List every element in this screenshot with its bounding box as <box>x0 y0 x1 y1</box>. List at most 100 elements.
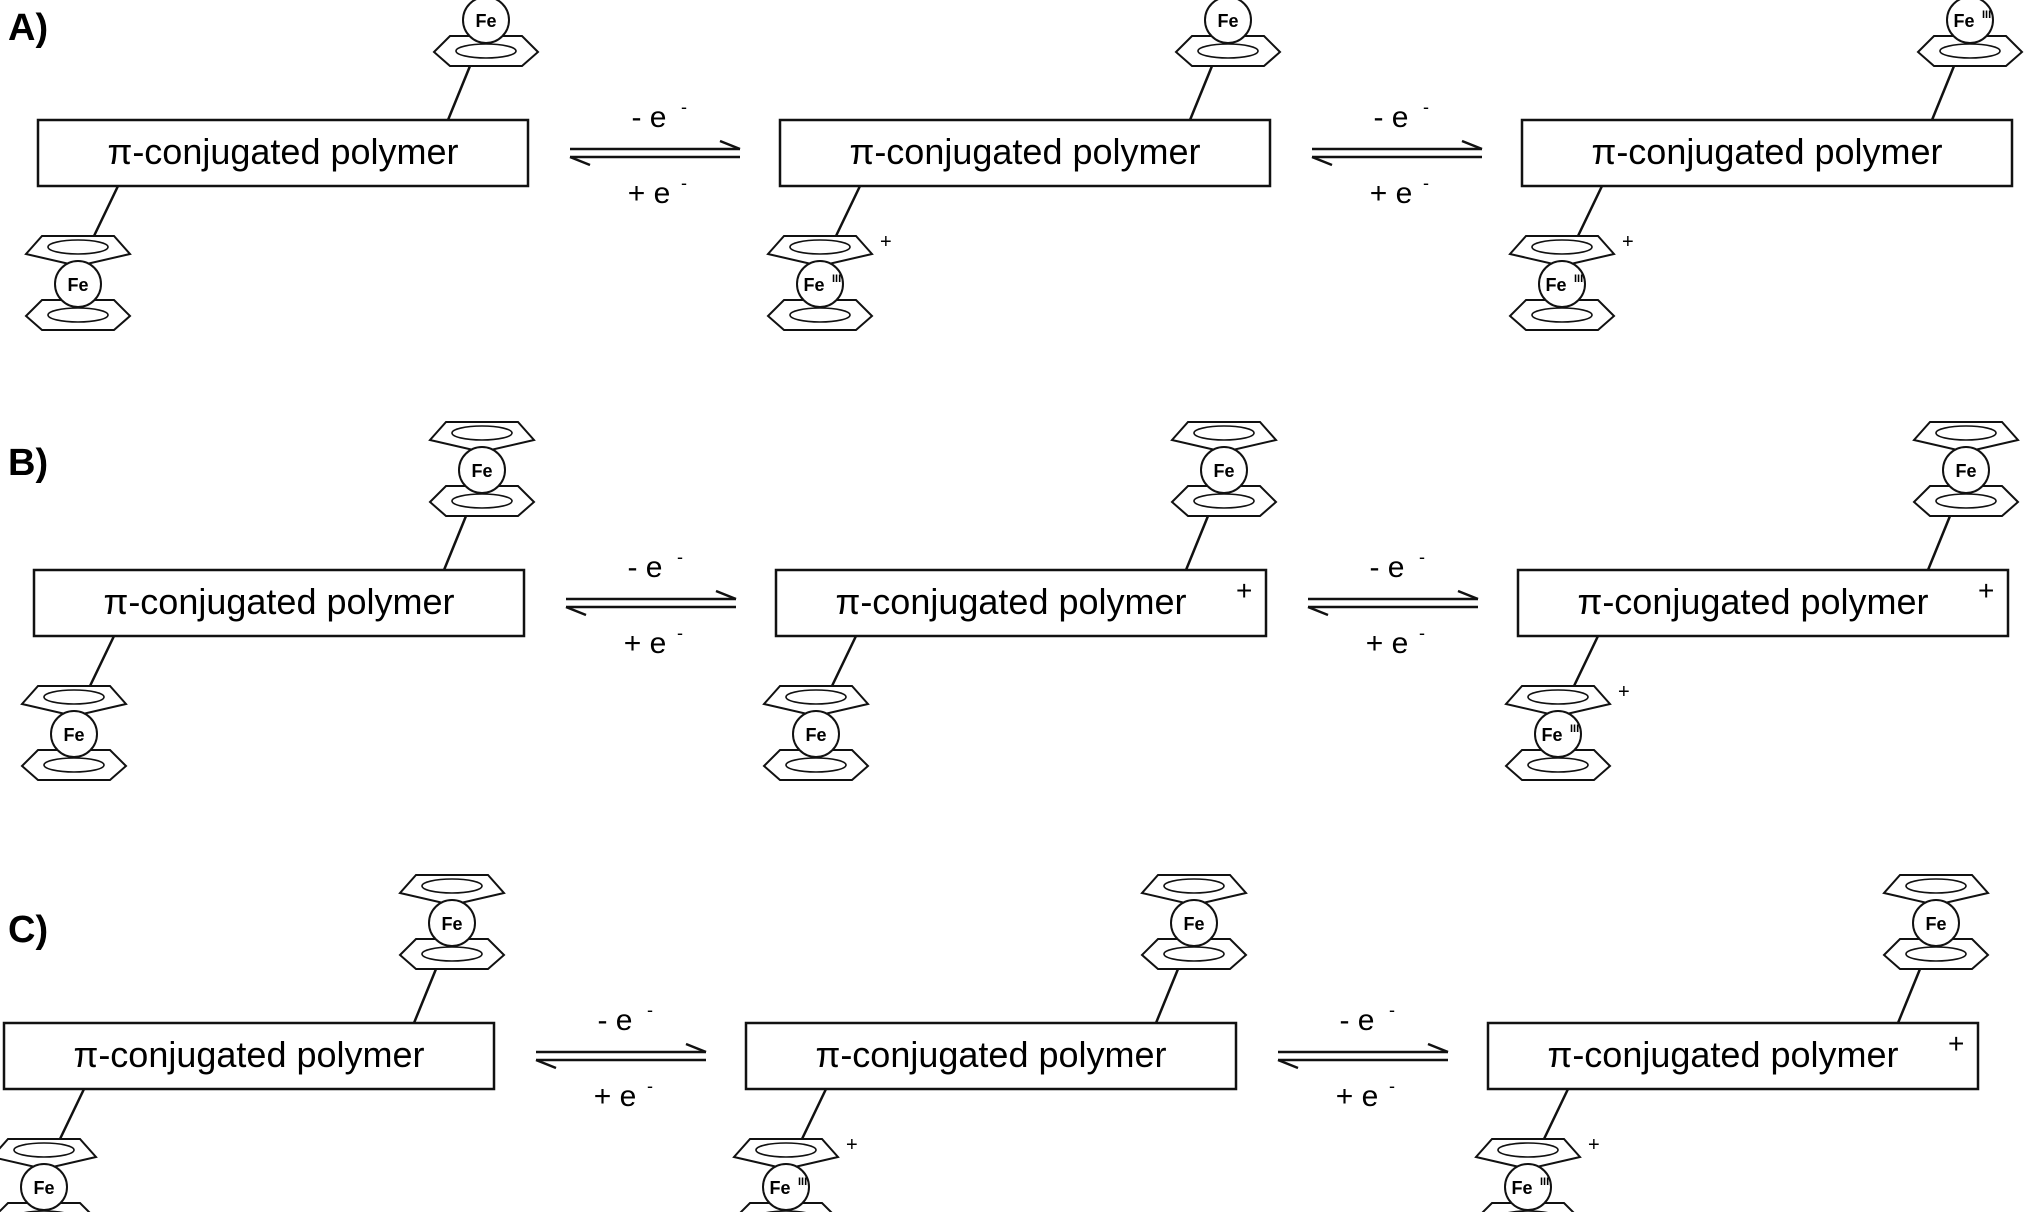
polymer-charge: + <box>1948 1028 1964 1059</box>
forward-label: - e <box>1369 551 1404 584</box>
forward-arrow-head <box>715 589 737 601</box>
iron-center <box>458 446 506 494</box>
fe-label: Fe <box>1183 914 1204 934</box>
ferrocenium-charge: + <box>880 231 892 253</box>
iron-center <box>462 0 510 44</box>
linker-bond-top <box>1184 515 1210 571</box>
fe-label: Fe <box>475 11 496 31</box>
iron-center <box>1912 899 1960 947</box>
cp-ring-top-inner <box>1527 689 1589 705</box>
linker-bond-top <box>412 968 438 1024</box>
backward-label: + e <box>1336 1080 1379 1113</box>
cp-ring-bottom <box>766 299 874 331</box>
forward-label: - e <box>1373 101 1408 134</box>
polymer-box <box>774 568 1268 638</box>
iron-center <box>1170 899 1218 947</box>
electron-charge: - <box>647 1076 653 1096</box>
polymer-label: π-conjugated polymer <box>835 581 1186 622</box>
equilibrium-arrow: - e-+ e- <box>565 547 737 660</box>
fe-label: Fe <box>1541 725 1562 745</box>
cp-ring-top-inner <box>1163 878 1225 894</box>
cp-ring-top-inner <box>451 425 513 441</box>
iron-center <box>796 260 844 308</box>
polymer-label: π-conjugated polymer <box>1591 131 1942 172</box>
linker-bond-bottom <box>1542 1088 1570 1140</box>
iron-center <box>20 1163 68 1211</box>
fe-label: Fe <box>1511 1178 1532 1198</box>
equilibrium-arrow: - e-+ e- <box>1311 97 1483 210</box>
polymer-label: π-conjugated polymer <box>73 1034 424 1075</box>
fe-label: Fe <box>769 1178 790 1198</box>
cp-ring-bottom <box>1508 299 1616 331</box>
polymer-box <box>36 118 530 188</box>
backward-arrow-head <box>569 155 591 167</box>
linker-bond-top <box>1930 65 1956 121</box>
polymer-box <box>32 568 526 638</box>
cp-ring-top-inner <box>785 689 847 705</box>
linker-bond-bottom <box>58 1088 86 1140</box>
ferrocenium-charge: + <box>1588 1134 1600 1156</box>
fe-label: Fe <box>1545 275 1566 295</box>
cp-ring-bottom <box>1916 35 2024 67</box>
backward-label: + e <box>1366 627 1409 660</box>
linker-bond-bottom <box>92 185 120 237</box>
ferrocene: Fe III + <box>766 231 892 331</box>
cp-ring-top-inner <box>1935 425 1997 441</box>
oxidation-state: III <box>1540 1176 1549 1188</box>
iron-center <box>428 899 476 947</box>
iron-center <box>1942 446 1990 494</box>
cp-ring-bottom <box>20 749 128 781</box>
ferrocene: Fe III + <box>1474 1134 1600 1212</box>
forward-arrow-head <box>719 139 741 151</box>
fe-label: Fe <box>1955 461 1976 481</box>
linker-bond-bottom <box>1576 185 1604 237</box>
cp-ring-bottom <box>1504 749 1612 781</box>
ferrocene: Fe <box>1170 421 1278 517</box>
polymer-box <box>2 1021 496 1091</box>
panel-label: B) <box>8 442 48 484</box>
iron-center <box>1538 260 1586 308</box>
linker-bond-top <box>1154 968 1180 1024</box>
polymer-label: π-conjugated polymer <box>1547 1034 1898 1075</box>
backward-arrow-head <box>565 605 587 617</box>
forward-label: - e <box>631 101 666 134</box>
equilibrium-arrow: - e-+ e- <box>1277 1000 1449 1113</box>
fe-label: Fe <box>1953 11 1974 31</box>
cp-ring-bottom <box>1882 938 1990 970</box>
forward-label: - e <box>627 551 662 584</box>
forward-arrow-head <box>1457 589 1479 601</box>
cp-ring-top-inner <box>13 1142 75 1158</box>
polymer-label: π-conjugated polymer <box>103 581 454 622</box>
forward-arrow-head <box>685 1042 707 1054</box>
ferrocene: Fe <box>1174 0 1282 67</box>
oxidation-state: III <box>832 273 841 285</box>
fe-label: Fe <box>67 275 88 295</box>
equilibrium-arrow: - e-+ e- <box>1307 547 1479 660</box>
iron-center <box>1204 0 1252 44</box>
cp-ring-bottom <box>1170 485 1278 517</box>
cp-ring-bottom <box>398 938 506 970</box>
cp-ring-bottom <box>428 485 536 517</box>
linker-bond-top <box>1896 968 1922 1024</box>
linker-bond-top <box>1926 515 1952 571</box>
electron-charge: - <box>1423 173 1429 193</box>
forward-label: - e <box>1339 1004 1374 1037</box>
cp-ring-bottom <box>1140 938 1248 970</box>
iron-center <box>1200 446 1248 494</box>
cp-ring-top-inner <box>1193 425 1255 441</box>
linker-bond-bottom <box>834 185 862 237</box>
oxidation-state: III <box>1574 273 1583 285</box>
cp-ring-bottom <box>1174 35 1282 67</box>
backward-label: + e <box>628 177 671 210</box>
oxidation-state: III <box>1982 9 1991 21</box>
fe-label: Fe <box>803 275 824 295</box>
fe-label: Fe <box>1213 461 1234 481</box>
electron-charge: - <box>1419 547 1425 567</box>
